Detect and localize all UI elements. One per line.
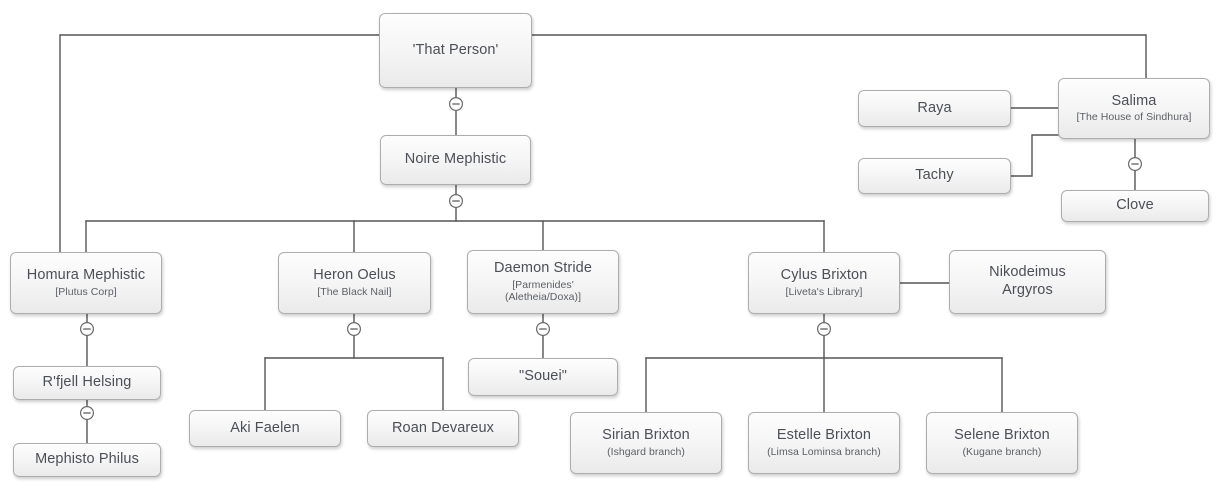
node-title: Raya	[917, 99, 952, 116]
collapse-minus-icon[interactable]	[79, 406, 94, 421]
collapse-minus-icon[interactable]	[535, 322, 550, 337]
node-title: Clove	[1116, 197, 1154, 214]
node-raya[interactable]: Raya	[858, 90, 1011, 127]
node-daemon-stride[interactable]: Daemon Stride [Parmenides'(Aletheia/Doxa)…	[467, 250, 619, 314]
node-title-line2: Argyros	[1002, 282, 1053, 298]
collapse-minus-icon[interactable]	[449, 96, 464, 111]
node-roan-devareux[interactable]: Roan Devareux	[367, 410, 519, 447]
node-souei[interactable]: "Souei"	[468, 358, 618, 396]
node-title: Heron Oelus	[313, 267, 396, 284]
node-that-person[interactable]: 'That Person'	[379, 13, 532, 88]
toggle-salima[interactable]	[1127, 157, 1142, 172]
node-rfjell-helsing[interactable]: R'fjell Helsing	[13, 366, 161, 400]
toggle-that-person[interactable]	[449, 96, 464, 111]
toggle-homura[interactable]	[79, 322, 94, 337]
node-subtitle-line2: (Aletheia/Doxa)]	[504, 291, 582, 304]
node-subtitle: [Plutus Corp]	[55, 285, 117, 298]
node-heron-oelus[interactable]: Heron Oelus[The Black Nail]	[278, 252, 431, 314]
node-noire-mephistic[interactable]: Noire Mephistic	[380, 135, 531, 185]
node-cylus-brixton[interactable]: Cylus Brixton[Liveta's Library]	[748, 252, 900, 314]
collapse-minus-icon[interactable]	[347, 322, 362, 337]
node-estelle-brixton[interactable]: Estelle Brixton(Limsa Lominsa branch)	[748, 412, 900, 474]
node-title: Roan Devareux	[391, 419, 495, 436]
that-person-to-left-spur	[59, 34, 380, 253]
node-salima[interactable]: Salima [The House of Sindhura]	[1058, 78, 1210, 139]
node-subtitle: (Ishgard branch)	[607, 445, 685, 458]
node-title: Noire Mephistic	[404, 151, 507, 168]
node-title: Nikodeimus	[989, 264, 1066, 281]
node-clove[interactable]: Clove	[1061, 190, 1209, 222]
collapse-minus-icon[interactable]	[79, 322, 94, 337]
toggle-daemon[interactable]	[535, 322, 550, 337]
node-title: Daemon Stride	[493, 259, 592, 276]
node-title: Cylus Brixton	[780, 267, 868, 284]
node-title: Homura Mephistic	[26, 267, 146, 284]
that-person-to-salima-spur	[531, 34, 1147, 79]
node-title: Estelle Brixton	[776, 427, 872, 444]
collapse-minus-icon[interactable]	[816, 322, 831, 337]
node-subtitle: (Limsa Lominsa branch)	[767, 445, 881, 458]
node-homura-mephistic[interactable]: Homura Mephistic[Plutus Corp]	[10, 252, 162, 314]
node-title: Sirian Brixton	[602, 427, 690, 444]
node-title: "Souei"	[518, 368, 568, 385]
toggle-noire[interactable]	[449, 194, 464, 209]
node-mephisto-philus[interactable]: Mephisto Philus	[13, 443, 161, 477]
node-subtitle: [Parmenides'	[512, 278, 574, 291]
node-title: Tachy	[915, 167, 954, 184]
toggle-cylus[interactable]	[816, 322, 831, 337]
collapse-minus-icon[interactable]	[1127, 157, 1142, 172]
node-title: Aki Faelen	[230, 419, 300, 436]
node-tachy[interactable]: Tachy	[858, 158, 1011, 194]
node-title: R'fjell Helsing	[42, 374, 132, 391]
node-title: Mephisto Philus	[35, 451, 139, 468]
node-subtitle: (Kugane branch)	[962, 445, 1042, 458]
toggle-rfjell[interactable]	[79, 406, 94, 421]
node-title: 'That Person'	[412, 41, 499, 58]
node-selene-brixton[interactable]: Selene Brixton(Kugane branch)	[926, 412, 1078, 474]
node-aki-faelen[interactable]: Aki Faelen	[189, 410, 341, 447]
toggle-heron[interactable]	[347, 322, 362, 337]
collapse-minus-icon[interactable]	[449, 194, 464, 209]
node-subtitle: [The Black Nail]	[317, 285, 392, 298]
node-subtitle: [Liveta's Library]	[785, 285, 863, 298]
node-title: Selene Brixton	[954, 427, 1050, 444]
node-subtitle: [The House of Sindhura]	[1076, 111, 1192, 124]
node-title: Salima	[1111, 92, 1157, 109]
tachy-to-salima	[1010, 134, 1059, 177]
node-sirian-brixton[interactable]: Sirian Brixton(Ishgard branch)	[570, 412, 722, 474]
